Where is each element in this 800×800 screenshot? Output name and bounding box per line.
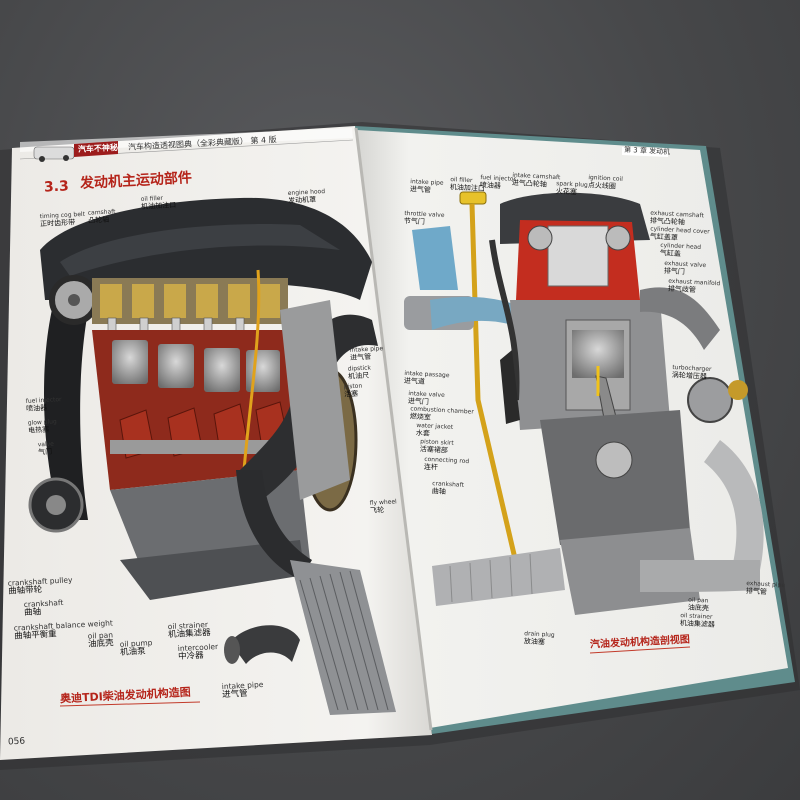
label-intercooler: intercooler 中冷器: [178, 643, 219, 663]
label-spark-plug: spark plug 火花塞: [556, 181, 588, 197]
label-connecting-rod: connecting rod 连杆: [424, 457, 470, 474]
section-number: 3.3: [44, 179, 70, 195]
label-throttle-valve: throttle valve 节气门: [404, 211, 445, 227]
label-zh: 油底壳: [88, 640, 114, 651]
label-exhaust-manifold: exhaust manifold 排气歧管: [668, 279, 721, 296]
label-fuel-injector-right: fuel injector 喷油器: [480, 175, 517, 191]
label-oil-pan-right: oil pan 油底壳: [688, 597, 710, 612]
label-zh: 机油尺: [348, 372, 372, 381]
label-oil-pump: oil pump 机油泵: [120, 639, 154, 658]
label-crankshaft-left: crankshaft 曲轴: [24, 599, 64, 619]
label-camshaft: camshaft 凸轮轴: [88, 209, 117, 225]
label-zh: 飞轮: [370, 506, 397, 515]
label-zh: 活塞: [344, 390, 363, 399]
label-oil-strainer-left: oil strainer 机油集滤器: [168, 621, 211, 641]
label-intake-pipe-right: intake pipe 进气管: [410, 179, 444, 195]
label-fly-wheel: fly wheel 飞轮: [370, 499, 398, 515]
label-valve-left: valve 气门: [38, 442, 55, 457]
label-ignition-coil: ignition coil 点火线圈: [588, 175, 623, 191]
label-exhaust-pipe: exhaust pipe 排气管: [746, 581, 785, 597]
label-oil-filler-left: oil filler 机油加注口: [141, 195, 177, 211]
label-drain-plug: drain plug 放油塞: [524, 631, 555, 647]
label-piston-left: piston 活塞: [344, 384, 363, 399]
label-crankshaft-right: crankshaft 曲轴: [432, 481, 464, 497]
label-turbocharger: turbocharger 涡轮增压器: [672, 365, 712, 381]
label-crankshaft-pulley: crankshaft pulley 曲轴带轮: [8, 576, 74, 597]
label-zh: 机油泵: [120, 647, 153, 658]
page-number: 056: [8, 738, 26, 748]
label-engine-hood: engine hood 发动机罩: [288, 189, 326, 205]
label-fuel-injector-left: fuel injector 喷油器: [26, 397, 63, 413]
label-glow-plug: glow plug 电热塞: [28, 419, 58, 435]
label-dipstick: dipstick 机油尺: [348, 365, 372, 380]
label-cylinder-head: cylinder head 气缸盖: [660, 243, 702, 259]
label-oil-pan-left: oil pan 油底壳: [88, 631, 114, 650]
label-oil-strainer-right: oil strainer 机油集滤器: [680, 613, 716, 629]
label-zh: 气门: [38, 448, 55, 457]
label-zh: 电热塞: [28, 426, 57, 435]
label-zh: 油底壳: [688, 604, 709, 613]
label-timing-cog-belt: timing cog belt 正时齿形带: [40, 212, 86, 229]
label-zh: 凸轮轴: [88, 216, 116, 225]
label-piston-skirt: piston skirt 活塞裙部: [420, 439, 454, 455]
label-cylinder-head-cover: cylinder head cover 气缸盖罩: [650, 226, 710, 243]
label-intake-pipe-top: intake pipe 进气管: [350, 346, 384, 362]
label-intake-camshaft: intake camshaft 进气凸轮轴: [512, 173, 561, 190]
label-exhaust-valve: exhaust valve 排气门: [664, 261, 707, 277]
label-water-jacket: water jacket 水套: [416, 423, 454, 439]
label-intake-pipe-bottom: intake pipe 进气管: [222, 681, 265, 701]
label-intake-passage: intake passage 进气道: [404, 371, 450, 388]
